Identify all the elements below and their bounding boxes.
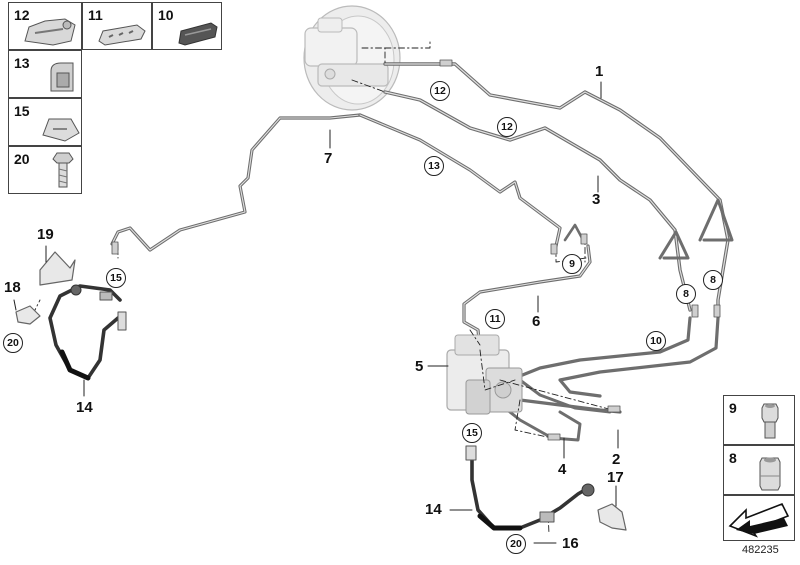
legend-number-11: 11 [88,7,103,23]
circle-label-8-right: 8 [703,270,723,290]
circle-label-12-upper: 12 [430,81,450,101]
clip-13-icon [50,62,74,92]
circle-label-15-left: 15 [106,268,126,288]
legend-tile-11: 11 [82,2,152,50]
legend-tile-10: 10 [152,2,222,50]
part-label-5: 5 [415,358,424,375]
legend-tile-8: 8 [723,445,795,495]
legend-number-12: 12 [14,7,30,23]
brake-line-7 [110,113,362,252]
nipple-8-icon [759,457,781,491]
brake-line-1-loop [698,198,734,242]
circle-label-10: 10 [646,331,666,351]
circle-label-9: 9 [562,254,582,274]
part-label-17: 17 [607,469,624,486]
brake-line-3-loop [658,230,690,260]
bracket-15-icon [42,118,80,142]
part-label-6: 6 [532,313,541,330]
brake-line-2 [518,378,612,414]
circle-label-13: 13 [424,156,444,176]
circle-label-8-left: 8 [676,284,696,304]
legend-number-9: 9 [729,400,737,416]
circle-label-11: 11 [485,309,505,329]
legend-tile-12: 12 [8,2,82,50]
circle-label-12-lower: 12 [497,117,517,137]
part-label-16: 16 [562,535,579,552]
circle-label-20-right: 20 [506,534,526,554]
brake-hose-right [470,450,590,530]
legend-number-10: 10 [158,7,174,23]
bracket-17 [597,503,627,531]
brake-line-1 [383,62,730,317]
legend-tile-9: 9 [723,395,795,445]
part-label-2: 2 [612,451,621,468]
brake-booster-illustration [303,5,401,111]
legend-tile-15: 15 [8,98,82,146]
clip-10-icon [178,22,218,46]
part-label-18: 18 [4,279,21,296]
clip-12-icon [24,18,76,46]
legend-tile-13: 13 [8,50,82,98]
legend-number-13: 13 [14,55,30,71]
bracket-18 [15,305,41,325]
legend-tile-arrow [723,495,795,541]
part-label-14-left: 14 [76,399,93,416]
legend-tile-20: 20 [8,146,82,194]
nipple-9-icon [761,403,779,439]
bolt-20-icon [52,152,74,188]
part-label-7: 7 [324,150,333,167]
clip-11-icon [98,24,146,46]
legend-number-20: 20 [14,151,30,167]
part-label-14-right: 14 [425,501,442,518]
brake-hose-left [48,284,122,380]
legend-number-8: 8 [729,450,737,466]
part-label-1: 1 [595,63,604,80]
part-label-4: 4 [558,461,567,478]
navigation-arrow-icon [728,502,790,538]
part-label-3: 3 [592,191,601,208]
circle-label-15-right: 15 [462,423,482,443]
dsc-hydraulic-unit [446,334,523,415]
part-label-19: 19 [37,226,54,243]
legend-number-15: 15 [14,103,30,119]
document-number: 482235 [742,544,779,556]
circle-label-20-left: 20 [3,333,23,353]
brake-line-3 [383,90,692,312]
bracket-19 [39,251,76,286]
